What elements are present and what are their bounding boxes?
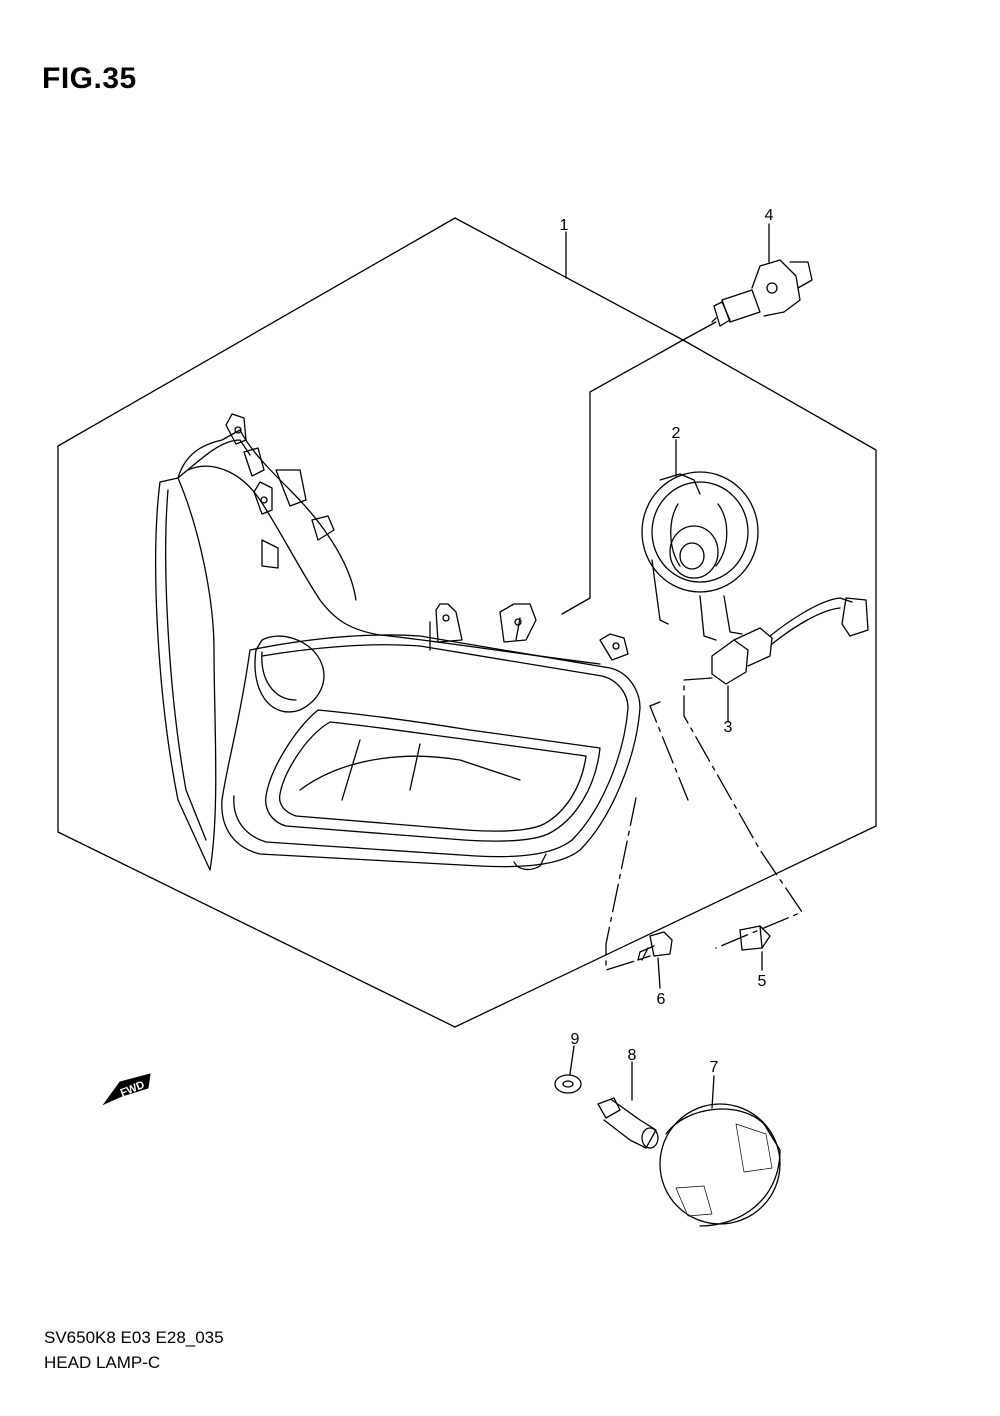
model-code: SV650K8 E03 E28_035 [44, 1328, 224, 1347]
section-name: HEAD LAMP-C [44, 1353, 161, 1372]
wedge-bulb-part [739, 925, 771, 951]
callout-5: 5 [758, 973, 767, 990]
callout-1: 1 [560, 217, 569, 234]
socket-cover-part [641, 471, 759, 641]
socket-wire-part [711, 597, 869, 685]
fwd-arrow-icon: FWD [102, 1073, 151, 1106]
callout-9: 9 [571, 1031, 580, 1048]
assembly-boundary-hexagon [57, 217, 877, 1028]
head-lamp-housing [155, 413, 641, 871]
phantom-guide-lines [605, 677, 803, 971]
washer-part [554, 1074, 582, 1094]
screw-part [637, 931, 673, 961]
figure-title: FIG.35 [42, 62, 137, 95]
bulb-part [711, 259, 813, 327]
callout-4: 4 [765, 207, 774, 224]
callout-2: 2 [672, 425, 681, 442]
callout-8: 8 [628, 1047, 637, 1064]
callout-labels: 1 2 3 4 5 6 7 8 9 [560, 207, 774, 1076]
reflector-part [659, 1103, 781, 1227]
callout-6: 6 [657, 991, 666, 1008]
callout-3: 3 [724, 719, 733, 736]
leader-lines [565, 223, 770, 1109]
spacer-part [597, 1097, 659, 1149]
callout-7: 7 [710, 1059, 719, 1076]
